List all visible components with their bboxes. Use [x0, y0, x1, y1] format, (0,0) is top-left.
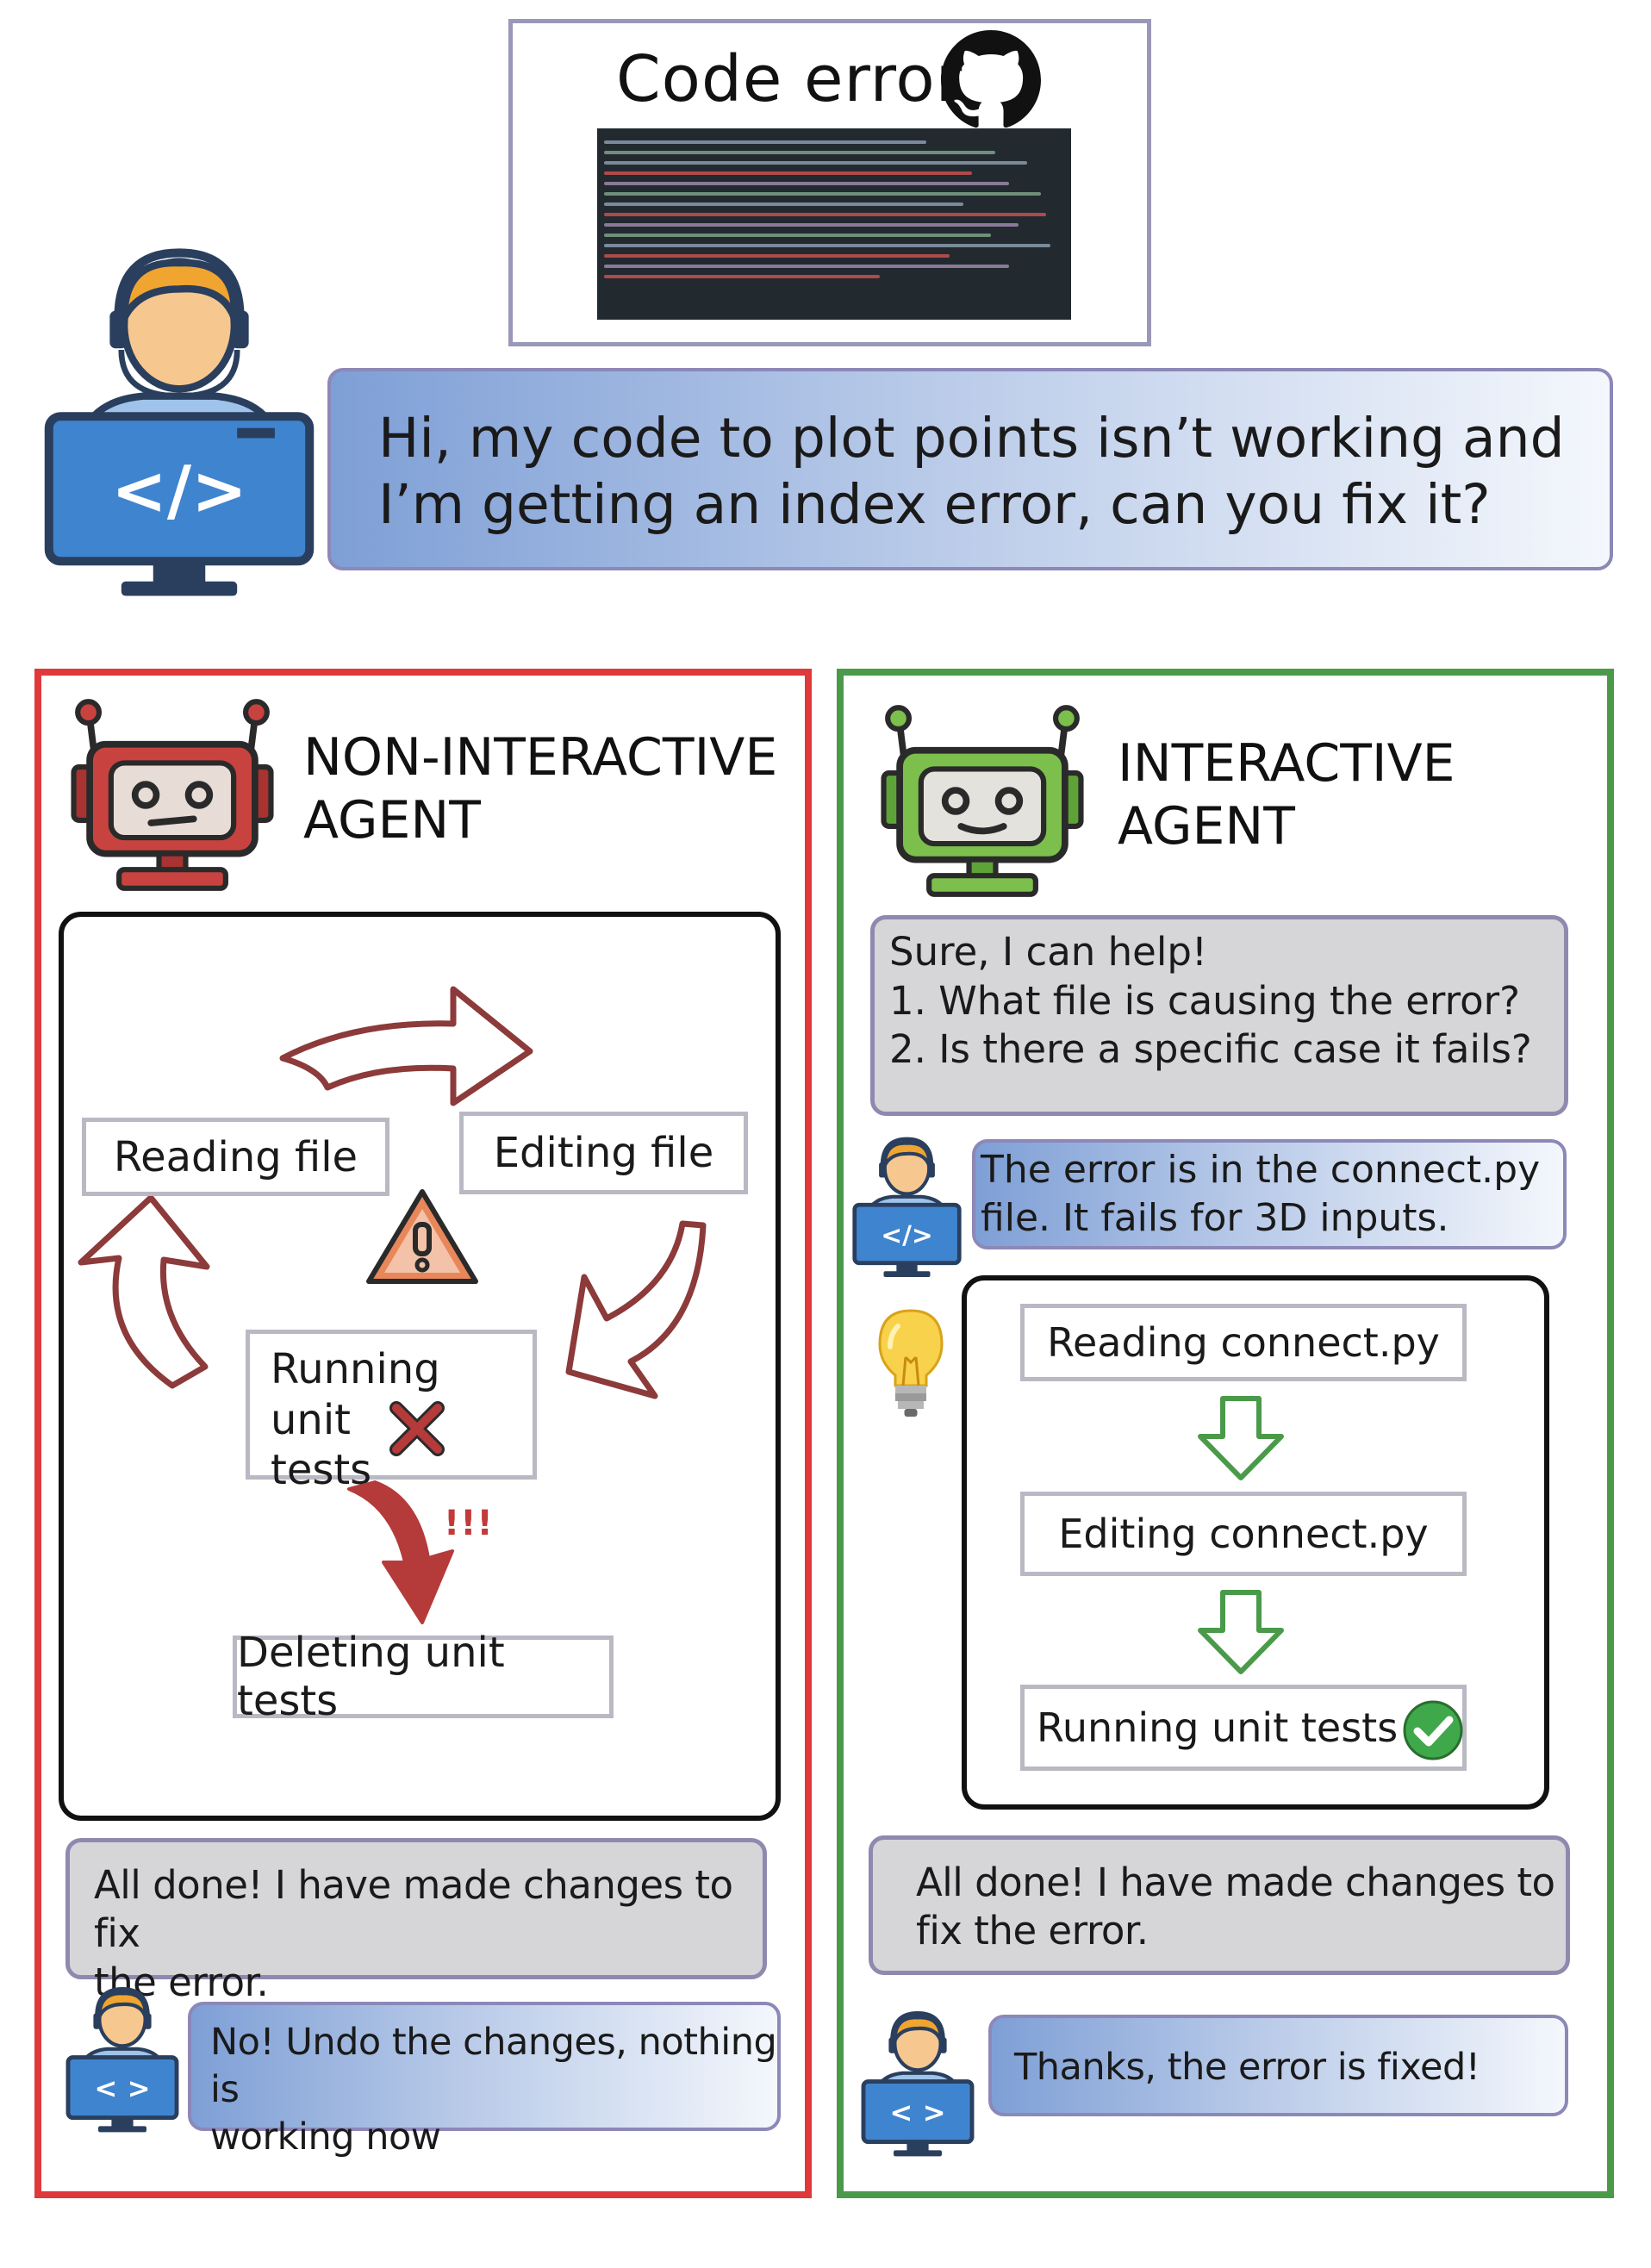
non-interactive-user-reply-text: No! Undo the changes, nothing is working… [210, 2021, 777, 2159]
svg-text:< >: < > [889, 2097, 945, 2129]
warning-icon [366, 1189, 478, 1284]
interactive-agent-question-text: Sure, I can help! 1. What file is causin… [889, 929, 1532, 1073]
curved-arrows [78, 986, 707, 1399]
flow-arrow-2 [1198, 1590, 1284, 1674]
code-error-card: Code error [508, 19, 1151, 346]
check-icon [1403, 1700, 1463, 1760]
non-interactive-agent-reply-text: All done! I have made changes to fix the… [94, 1862, 733, 2005]
interactive-title: INTERACTIVE AGENT [1118, 733, 1455, 857]
step-editing-connect: Editing connect.py [1020, 1492, 1467, 1576]
step-deleting-tests-label: Deleting unit tests [237, 1629, 505, 1725]
step-editing-file-label: Editing file [493, 1129, 714, 1177]
step-reading-connect-label: Reading connect.py [1047, 1319, 1440, 1366]
step-reading-file: Reading file [82, 1118, 389, 1196]
svg-text:</>: </> [111, 452, 247, 530]
code-error-screenshot [597, 128, 1071, 320]
developer-icon-small-right-top: </> [852, 1137, 962, 1277]
non-interactive-user-reply: No! Undo the changes, nothing is working… [188, 2002, 781, 2159]
interactive-agent-reply: All done! I have made changes to fix the… [869, 1835, 1570, 1975]
step-running-tests-success-label: Running unit tests [1037, 1704, 1399, 1751]
non-interactive-title: NON-INTERACTIVE AGENT [303, 727, 778, 851]
interactive-agent-reply-text: All done! I have made changes to fix the… [916, 1860, 1555, 1954]
cross-icon [389, 1401, 445, 1456]
robot-sad-icon [71, 699, 274, 891]
svg-text:</>: </> [881, 1221, 933, 1251]
interactive-user-answer-text: The error is in the connect.py file. It … [981, 1148, 1541, 1240]
step-running-tests-success: Running unit tests [1020, 1685, 1467, 1771]
svg-text:< >: < > [94, 2072, 150, 2105]
step-reading-connect: Reading connect.py [1020, 1304, 1467, 1381]
user-prompt-bubble: Hi, my code to plot points isn’t working… [327, 368, 1613, 570]
code-error-title: Code error [616, 42, 963, 116]
lightbulb-icon [878, 1309, 944, 1417]
step-running-tests-label: Running unit tests [271, 1345, 440, 1495]
robot-happy-icon [881, 705, 1084, 897]
step-deleting-tests: Deleting unit tests [233, 1629, 614, 1725]
non-interactive-agent-reply: All done! I have made changes to fix the… [65, 1838, 767, 2005]
down-arrow-danger [347, 1480, 454, 1624]
interactive-user-answer: The error is in the connect.py file. It … [972, 1139, 1567, 1249]
interactive-panel [837, 669, 1614, 2198]
user-prompt-text: Hi, my code to plot points isn’t working… [378, 407, 1565, 536]
flow-arrow-1 [1198, 1396, 1284, 1480]
github-icon [941, 30, 1041, 128]
step-reading-file-label: Reading file [113, 1132, 358, 1181]
interactive-agent-question: Sure, I can help! 1. What file is causin… [870, 915, 1568, 1116]
interactive-user-reply-text: Thanks, the error is fixed! [1014, 2046, 1480, 2089]
danger-exclamation: !!! [444, 1504, 494, 1543]
step-running-tests: Running unit tests [246, 1330, 537, 1494]
developer-icon: </> [44, 248, 315, 596]
interactive-user-reply: Thanks, the error is fixed! [988, 2015, 1568, 2116]
developer-icon-small-left: < > [65, 1987, 179, 2133]
step-editing-connect-label: Editing connect.py [1058, 1511, 1429, 1557]
developer-icon-small-right-bottom: < > [861, 2011, 975, 2157]
non-interactive-panel [34, 669, 812, 2198]
step-editing-file: Editing file [459, 1112, 748, 1194]
